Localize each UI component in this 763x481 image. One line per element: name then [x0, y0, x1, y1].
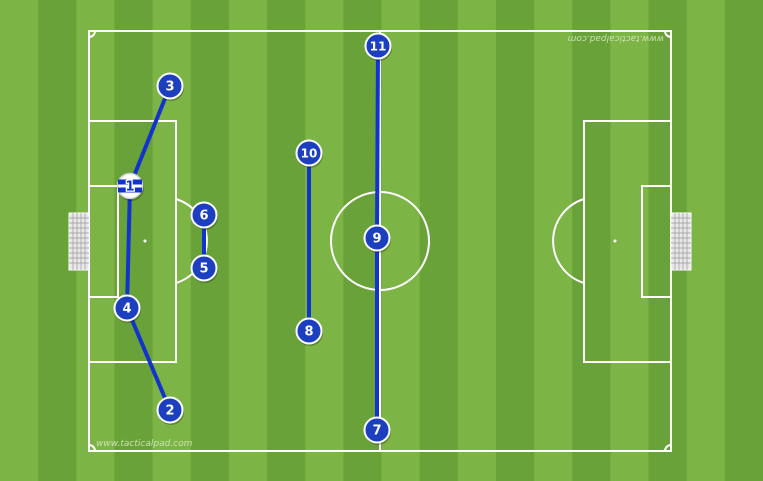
corner-arc-bottom-left — [88, 444, 96, 452]
grass-stripe — [724, 0, 763, 481]
player-number: 4 — [122, 302, 131, 317]
grass-stripe — [0, 0, 39, 481]
right-penalty-spot — [613, 239, 617, 243]
player-marker-7[interactable]: 7 — [363, 416, 392, 446]
player-disc — [113, 294, 141, 322]
grass-stripe — [114, 0, 154, 481]
player-marker-8[interactable]: 8 — [295, 317, 324, 347]
centre-circle — [330, 191, 430, 291]
player-number: 3 — [165, 80, 174, 95]
player-number: 10 — [301, 147, 318, 161]
keeper-stripe — [118, 187, 142, 193]
player-marker-10[interactable]: 10 — [295, 139, 324, 169]
grass-stripe — [572, 0, 611, 481]
player-marker-4[interactable]: 4 — [113, 294, 142, 324]
player-marker-2[interactable]: 2 — [156, 396, 185, 426]
corner-arc-top-right — [664, 30, 672, 38]
grass-stripe — [228, 0, 268, 481]
player-disc — [156, 396, 184, 424]
player-marker-11[interactable]: 11 — [364, 32, 393, 62]
player-number: 1 — [125, 180, 134, 195]
keeper-stripe — [118, 179, 142, 185]
left-penalty-arc — [175, 198, 208, 284]
grass-stripe — [419, 0, 459, 481]
player-disc — [190, 201, 218, 229]
player-number: 11 — [370, 40, 387, 54]
player-marker-5[interactable]: 5 — [190, 254, 219, 284]
right-goal-net — [670, 212, 692, 271]
player-number: 7 — [372, 424, 381, 439]
left-penalty-spot — [143, 239, 147, 243]
player-number: 6 — [199, 209, 208, 224]
grass-stripe — [305, 0, 344, 481]
link-line-p11-p9 — [375, 44, 380, 240]
corner-arc-top-left — [88, 30, 96, 38]
player-disc — [363, 416, 391, 444]
player-disc — [156, 72, 184, 100]
player-disc — [190, 254, 218, 282]
player-marker-9[interactable]: 9 — [363, 224, 392, 254]
player-disc — [295, 317, 323, 345]
player-disc — [363, 224, 391, 252]
player-number: 9 — [372, 232, 381, 247]
left-goal-net — [68, 212, 90, 271]
player-disc — [295, 139, 323, 167]
grass-stripe — [457, 0, 497, 481]
watermark-bottom: www.tacticalpad.com — [96, 439, 193, 449]
link-line-gk-p4 — [125, 184, 132, 310]
player-markers: 1 2 3 4 5 6 7 8 9 10 11 — [113, 32, 393, 446]
right-penalty-arc — [552, 198, 585, 284]
player-number: 2 — [165, 404, 174, 419]
grass-stripe — [190, 0, 230, 481]
grass-stripe — [495, 0, 535, 481]
player-marker-6[interactable]: 6 — [190, 201, 219, 231]
grass-stripe — [686, 0, 726, 481]
link-line-p4-p2 — [125, 306, 172, 412]
corner-arc-bottom-right — [664, 444, 672, 452]
player-marker-3[interactable]: 3 — [156, 72, 185, 102]
player-disc — [364, 32, 392, 60]
grass-stripe — [267, 0, 306, 481]
link-line-p3-gk — [128, 84, 172, 188]
player-number: 5 — [199, 262, 208, 277]
player-marker-1[interactable]: 1 — [116, 172, 145, 202]
player-number: 8 — [304, 325, 313, 340]
watermark-top: www.tacticalpad.com — [567, 33, 664, 43]
